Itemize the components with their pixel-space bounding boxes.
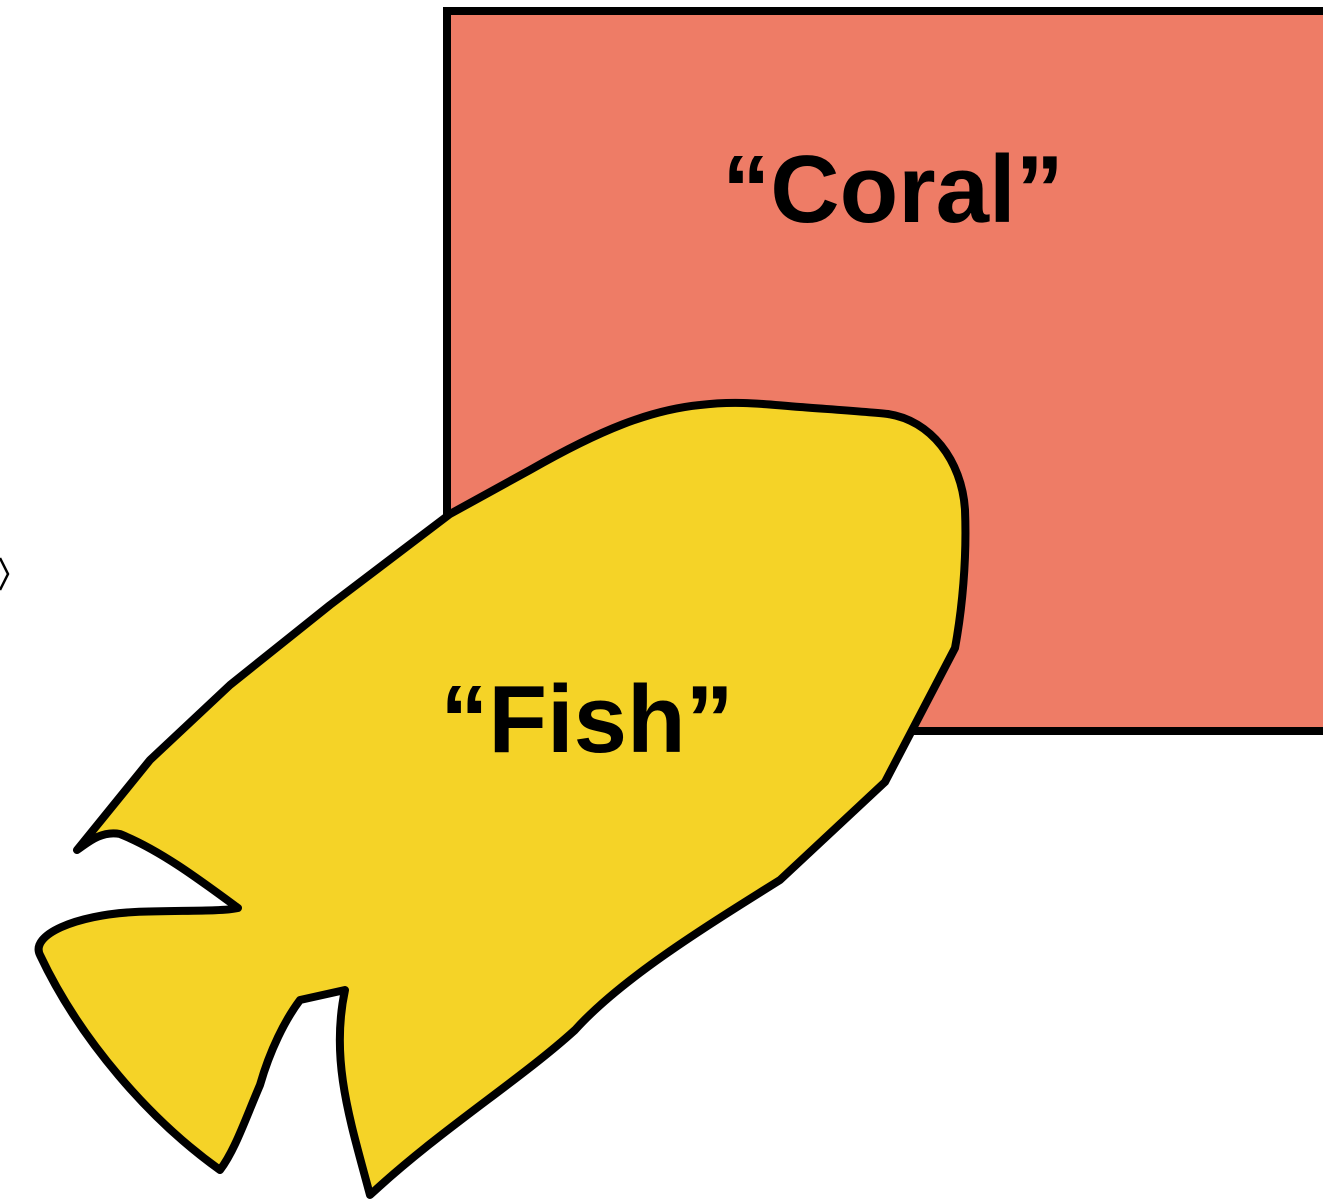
fish-label: “Fish” (440, 666, 733, 773)
stray-mark (0, 558, 8, 590)
coral-label: “Coral” (722, 136, 1063, 243)
fish-shape (39, 403, 966, 1195)
